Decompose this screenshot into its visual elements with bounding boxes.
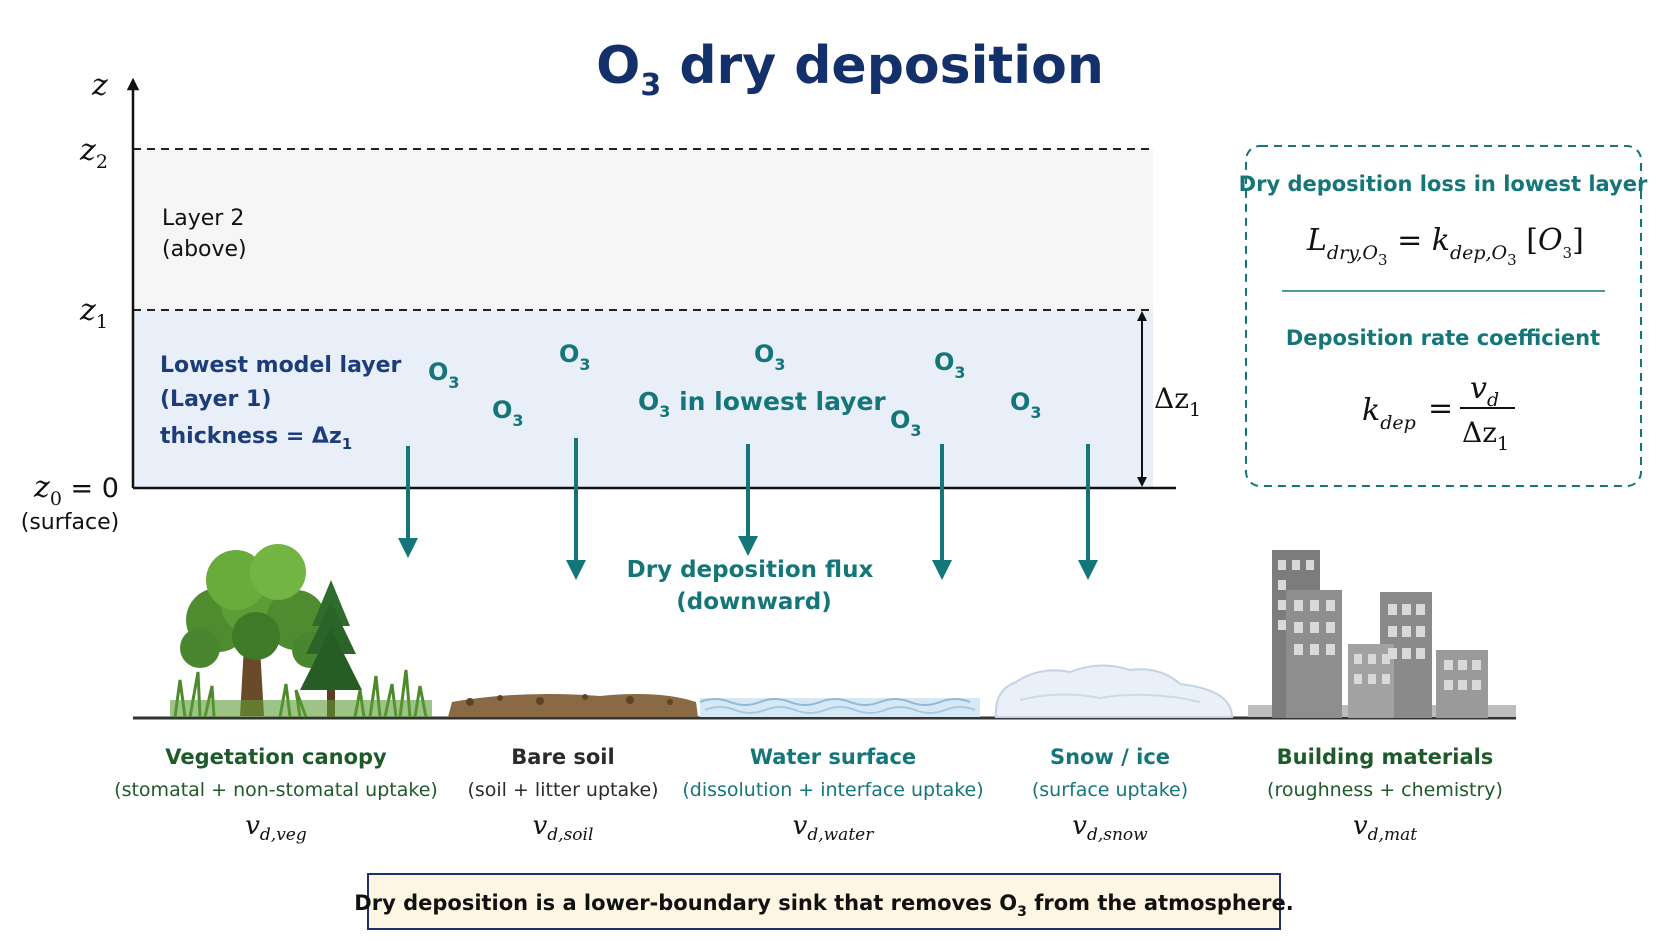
surface-velocity: vd,water [793,811,875,845]
layer2-label: Layer 2 (above) [162,206,251,262]
o3-molecule: O3 [559,340,591,374]
diagram-title: O3 dry deposition [596,36,1104,103]
layer1-region [133,310,1153,488]
o3-in-layer-label: O3 in lowest layer [638,387,886,421]
surface-velocity: vd,soil [533,811,594,845]
formula-heading-rate: Deposition rate coefficient [1286,326,1600,350]
o3-molecule: O3 [754,340,786,374]
surface-velocity: vd,snow [1072,811,1148,845]
surface-description: (surface uptake) [1032,779,1188,801]
surface-name: Building materials [1277,745,1494,769]
o3-molecule: O3 [934,348,966,382]
surface-description: (soil + litter uptake) [467,779,658,801]
surface-description: (stomatal + non-stomatal uptake) [114,779,438,801]
surface-name: Bare soil [511,745,614,769]
water-icon [699,698,980,717]
o3-molecule: O3 [428,358,460,392]
flux-arrows [398,438,1098,580]
surface-label-group: Snow / ice (surface uptake) vd,snow [1032,745,1188,845]
o3-molecule: O3 [890,406,922,440]
z-axis-label: z [91,68,108,103]
surface-label: (surface) [21,510,119,535]
surface-name: Water surface [750,745,916,769]
surface-velocity: vd,veg [245,811,307,845]
rate-equals: = [1428,391,1453,426]
z0-label: z0 = 0 [33,470,119,510]
surface-label-group: Vegetation canopy (stomatal + non-stomata… [114,745,438,845]
snow-icon [994,664,1234,718]
loss-equation: Ldry,O3 = kdep,O3 [O3] [1306,223,1584,269]
layer1-thickness: thickness = Δz1 [160,424,352,453]
formula-box [1245,145,1642,487]
formula-heading-loss: Dry deposition loss in lowest layer [1239,172,1648,196]
delta-z-label: Δz1 [1154,382,1201,421]
layer1-label: Lowest model layer (Layer 1) [160,353,409,412]
surface-label-group: Bare soil (soil + litter uptake) vd,soil [467,745,658,845]
vegetation-illustration [170,544,432,718]
tree-icon [180,544,328,716]
surface-description: (roughness + chemistry) [1267,779,1503,801]
flux-label: Dry deposition flux (downward) [627,557,882,615]
layer2-region [133,149,1153,310]
o3-molecule: O3 [1010,388,1042,422]
surface-labels: Vegetation canopy (stomatal + non-stomata… [114,745,1503,845]
surface-label-group: Building materials (roughness + chemistry… [1267,745,1503,845]
surface-name: Vegetation canopy [165,745,387,769]
note-text: Dry deposition is a lower-boundary sink … [354,891,1293,920]
building-icon [1248,550,1516,718]
z2-label: z2 [79,133,108,173]
surface-description: (dissolution + interface uptake) [682,779,983,801]
z1-label: z1 [79,293,108,333]
soil-icon [448,694,698,717]
grass-icon [170,669,432,718]
rate-denominator: Δz1 [1462,416,1509,455]
surface-label-group: Water surface (dissolution + interface up… [682,745,983,845]
rate-lhs: kdep [1362,393,1416,434]
surface-velocity: vd,mat [1353,811,1417,845]
surface-name: Snow / ice [1050,745,1170,769]
o3-molecule: O3 [492,396,524,430]
note-box [367,873,1281,930]
rate-numerator: vd [1470,371,1499,411]
